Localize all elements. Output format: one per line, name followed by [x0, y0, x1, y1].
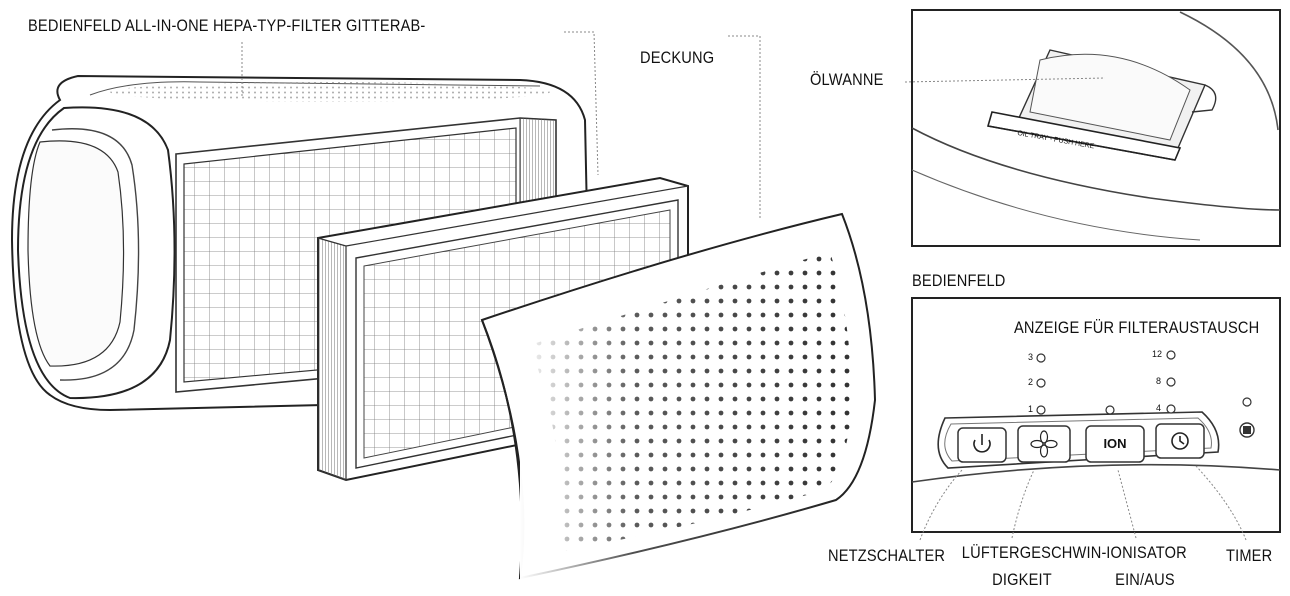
- oil-tray-inset: [911, 9, 1281, 247]
- label-cover: DECKUNG: [640, 48, 715, 67]
- timer-level-4: 4: [1156, 403, 1162, 413]
- label-oil-pan: ÖLWANNE: [810, 70, 884, 89]
- speed-level-1: 1: [1028, 404, 1034, 414]
- label-main-components: BEDIENFELD ALL-IN-ONE HEPA-TYP-FILTER GI…: [28, 16, 426, 35]
- ion-button-label: ION: [1103, 436, 1127, 451]
- label-fan-speed-2: DIGKEIT: [992, 570, 1052, 589]
- label-fan-speed-1: LÜFTERGESCHWIN-: [961, 543, 1107, 562]
- label-power-switch: NETZSCHALTER: [828, 546, 946, 565]
- clock-icon: [1171, 432, 1189, 450]
- control-panel-inset: [911, 297, 1281, 533]
- label-panel-title: BEDIENFELD: [912, 271, 1006, 290]
- timer-level-8: 8: [1156, 376, 1162, 386]
- label-ionizer-2: EIN/AUS: [1115, 570, 1175, 589]
- timer-level-12: 12: [1152, 349, 1163, 359]
- speed-level-3: 3: [1028, 352, 1034, 362]
- label-timer: TIMER: [1226, 546, 1273, 565]
- label-filter-indicator: ANZEIGE FÜR FILTERAUSTAUSCH: [1014, 318, 1260, 337]
- filter-reset-icon: [1239, 422, 1255, 438]
- speed-level-2: 2: [1028, 377, 1034, 387]
- label-ionizer-1: IONISATOR: [1106, 543, 1187, 562]
- front-cover: [480, 212, 877, 580]
- fan-icon: [1030, 430, 1058, 458]
- leader-lines: [241, 31, 1247, 541]
- power-icon: [973, 434, 991, 453]
